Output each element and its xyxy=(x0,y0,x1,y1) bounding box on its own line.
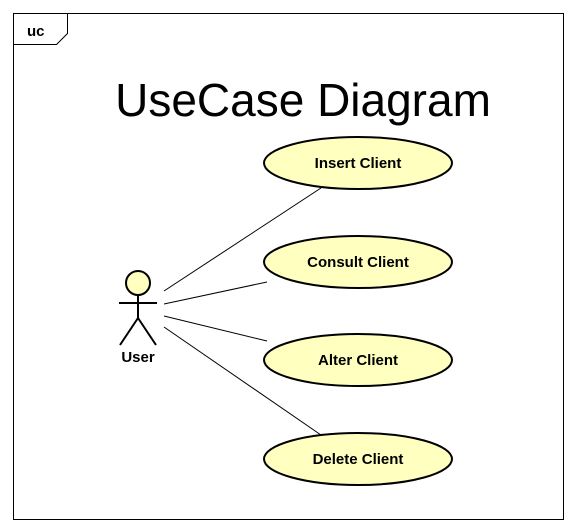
actor-left-leg xyxy=(119,317,139,346)
use-case-label: Insert Client xyxy=(315,155,402,172)
association-alter-client xyxy=(163,315,268,342)
association-delete-client xyxy=(163,326,322,436)
use-case-label: Consult Client xyxy=(307,254,409,271)
use-case-delete-client[interactable]: Delete Client xyxy=(263,432,453,486)
actor-user[interactable]: User xyxy=(119,270,157,366)
use-case-ellipse xyxy=(263,235,453,289)
frame-label: uc xyxy=(27,23,45,40)
use-case-ellipse xyxy=(263,136,453,190)
diagram-title: UseCase Diagram xyxy=(115,74,491,126)
association-insert-client xyxy=(163,187,322,292)
actor-head xyxy=(125,270,151,296)
use-case-ellipse xyxy=(263,333,453,387)
association-consult-client xyxy=(163,281,268,305)
use-case-consult-client[interactable]: Consult Client xyxy=(263,235,453,289)
actor-right-leg xyxy=(137,317,157,346)
use-case-ellipse xyxy=(263,432,453,486)
use-case-label: Delete Client xyxy=(313,451,404,468)
use-case-insert-client[interactable]: Insert Client xyxy=(263,136,453,190)
use-case-alter-client[interactable]: Alter Client xyxy=(263,333,453,387)
use-case-label: Alter Client xyxy=(318,352,398,369)
actor-label: User xyxy=(121,349,155,366)
frame-tab xyxy=(13,13,68,45)
